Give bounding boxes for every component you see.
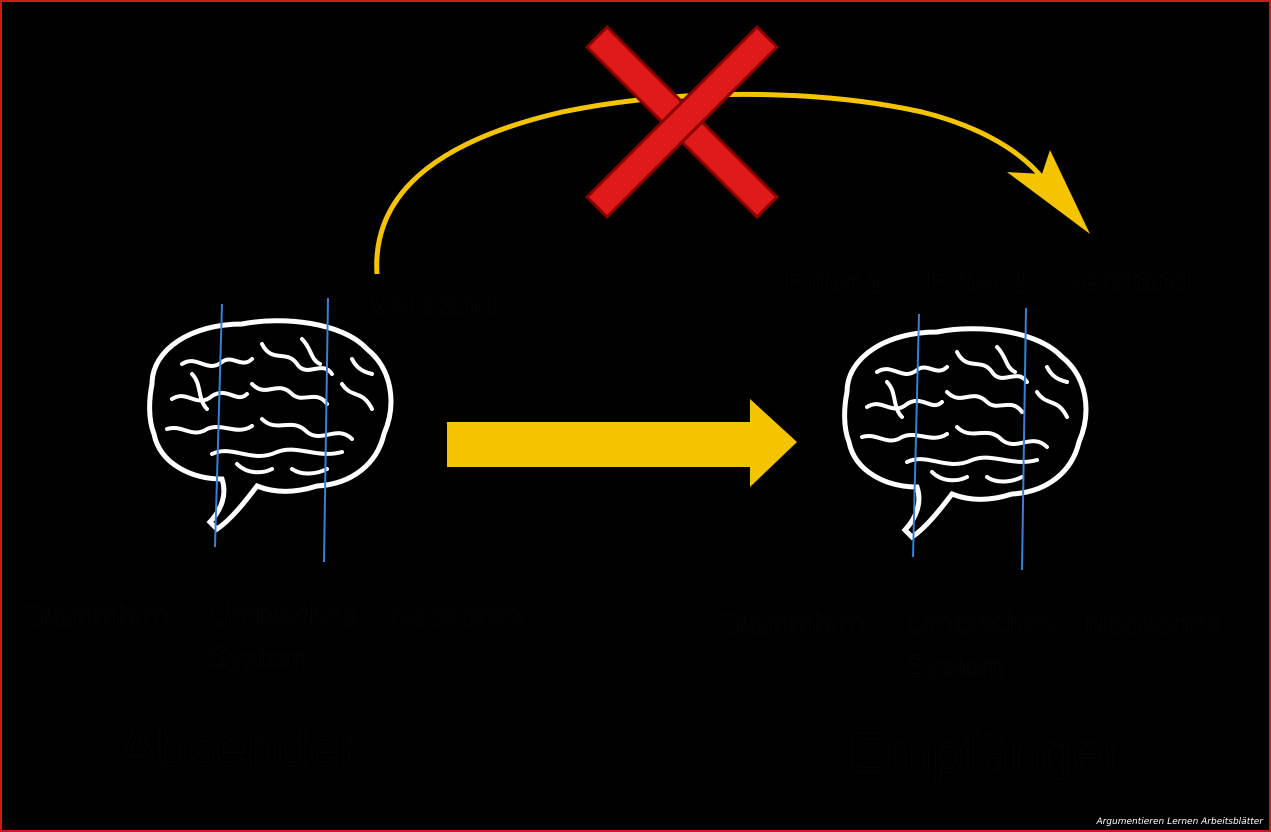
right-arrow-icon [447, 399, 797, 487]
watermark: Argumentieren Lernen Arbeitsblätter [1096, 817, 1263, 827]
red-x-icon [584, 24, 780, 220]
filter-line [912, 313, 920, 558]
sender-stammhirn-label: Stammhirn [24, 599, 170, 632]
filter-line [214, 303, 223, 548]
brain-icon [845, 329, 1086, 537]
receiver-stammhirn-label: Stammhirn [720, 607, 866, 640]
sender-title: Absender [119, 715, 359, 778]
filter-line [1021, 307, 1027, 571]
sender-system-label: System [208, 642, 309, 675]
receiver-title: Empfänger [848, 721, 1122, 784]
receiver-filter2-label: Filter 2 [927, 265, 1026, 298]
filter-line [323, 297, 329, 563]
receiver-limbisch-label: Limbisches [905, 607, 1056, 640]
sender-verstand-label: Verstand [370, 288, 497, 321]
receiver-system-label: System [905, 650, 1006, 683]
sender-neokortex-label: Neokortex [390, 599, 527, 632]
receiver-filter1-label: Filter 1 [785, 265, 884, 298]
brain-icon [150, 321, 391, 529]
receiver-neokortex-label: Neokortex [1085, 607, 1222, 640]
receiver-verstand-label: Verstand [1064, 263, 1191, 296]
sender-limbisch-label: Limbisches [208, 599, 359, 632]
